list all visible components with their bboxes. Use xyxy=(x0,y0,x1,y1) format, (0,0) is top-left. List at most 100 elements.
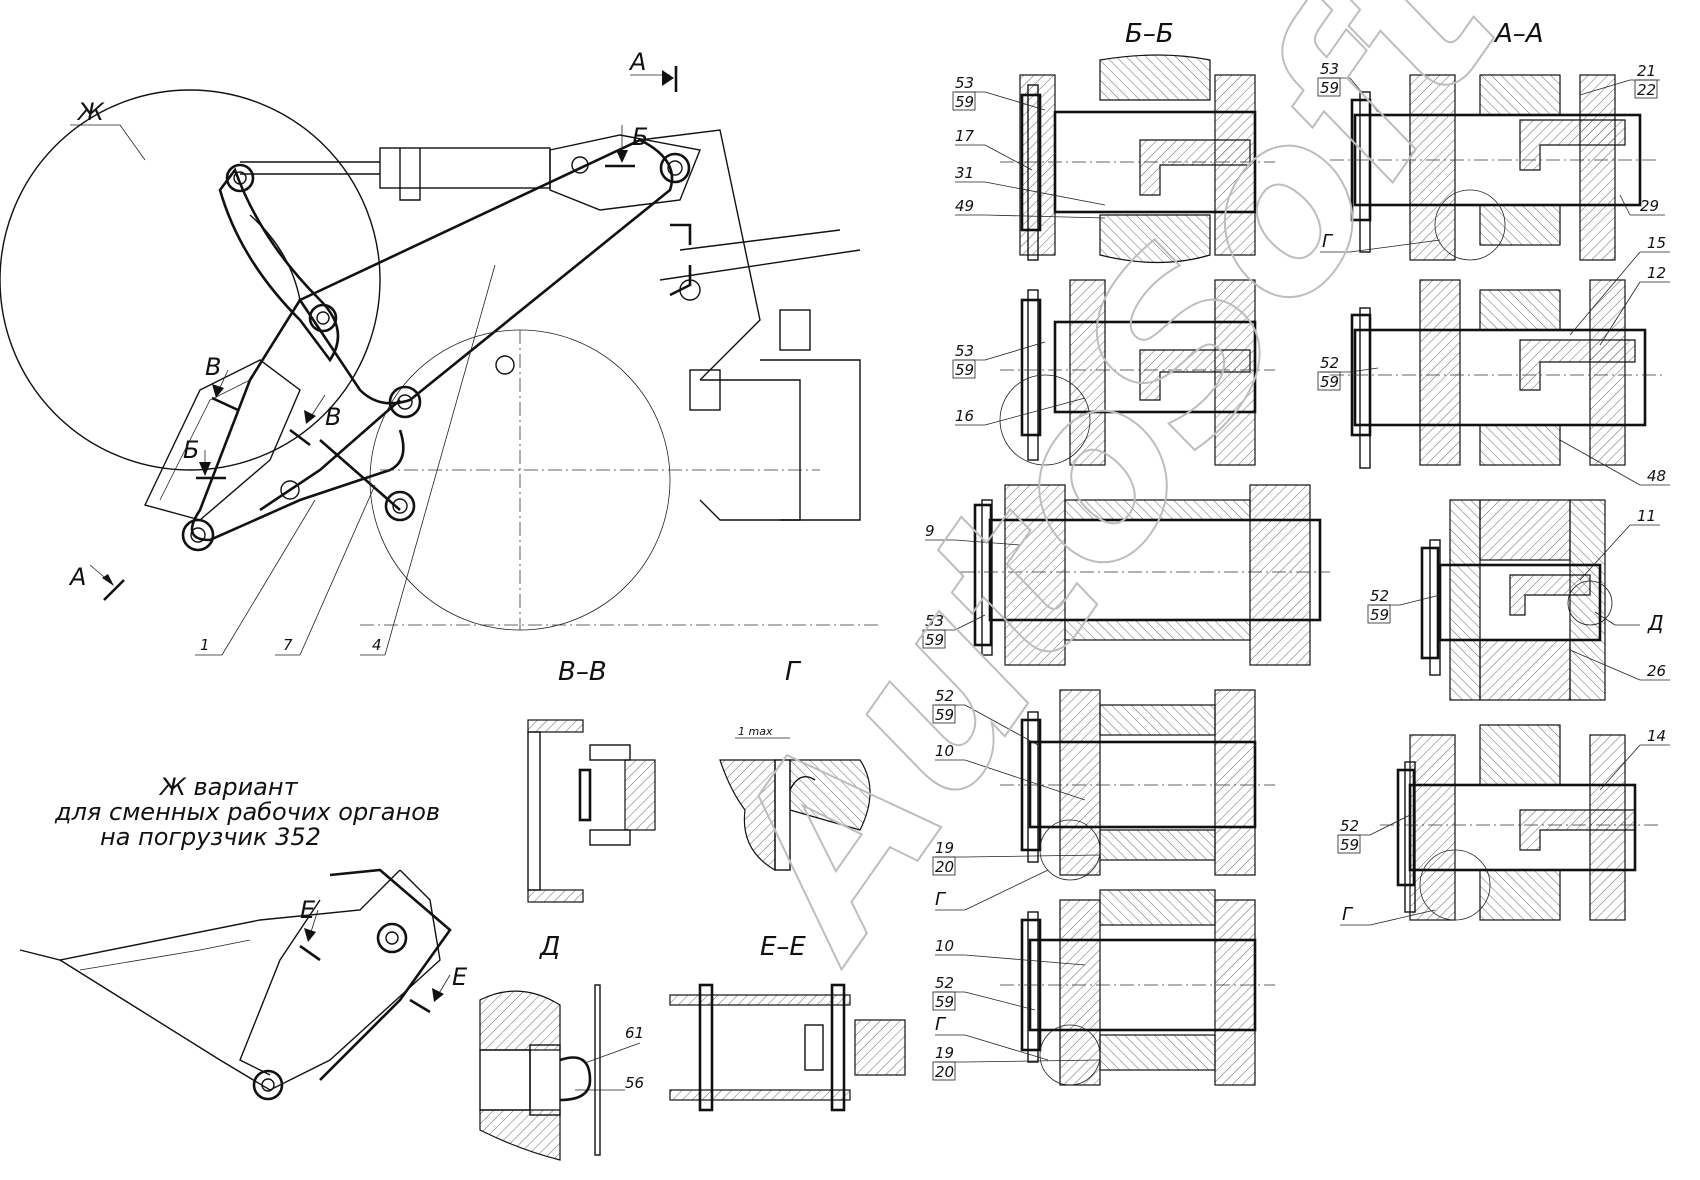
hydraulic-cylinder xyxy=(379,147,551,189)
callout-bb-g-b: Г xyxy=(935,1014,1049,1061)
detail-g: Г 1 max xyxy=(719,657,871,872)
callout-aa-26: 26 xyxy=(1569,649,1670,681)
svg-text:Г: Г xyxy=(1342,904,1354,925)
svg-text:52: 52 xyxy=(1340,817,1359,835)
callout-bb-31: 31 xyxy=(955,164,1106,206)
svg-text:А: А xyxy=(628,48,646,76)
svg-text:53: 53 xyxy=(955,74,974,92)
callout-aa-12: 12 xyxy=(1599,264,1670,346)
callout-bb-53-59-c: 53 59 xyxy=(922,612,986,649)
bb-assembly-5 xyxy=(1000,889,1275,1086)
svg-text:29: 29 xyxy=(1640,197,1659,215)
svg-text:20: 20 xyxy=(935,1063,954,1081)
svg-text:52: 52 xyxy=(935,687,954,705)
marker-zh: Ж xyxy=(76,98,105,126)
svg-text:59: 59 xyxy=(1320,79,1339,97)
svg-text:12: 12 xyxy=(1647,264,1666,282)
svg-text:В: В xyxy=(205,353,221,381)
callout-bb-9: 9 xyxy=(925,522,1021,546)
svg-text:52: 52 xyxy=(935,974,954,992)
callout-aa-53-59: 53 59 xyxy=(1317,60,1379,113)
callout-aa-d: Д xyxy=(1594,611,1664,635)
svg-text:59: 59 xyxy=(955,93,974,111)
bb-assembly-1 xyxy=(1000,54,1275,264)
callout-aa-14: 14 xyxy=(1599,727,1670,791)
callout-aa-g-1: Г xyxy=(1320,231,1441,253)
callout-aa-11: 11 xyxy=(1579,507,1660,581)
pin-6 xyxy=(181,518,215,552)
pin-5 xyxy=(384,490,416,522)
svg-text:10: 10 xyxy=(935,742,954,760)
svg-text:22: 22 xyxy=(1637,81,1656,99)
callout-bb-17: 17 xyxy=(955,127,1033,171)
callout-bb-19-20-b: 19 20 xyxy=(932,1044,1101,1081)
callout-aa-52-59-b: 52 59 xyxy=(1367,587,1441,624)
detail-circle-zh xyxy=(0,89,381,471)
section-ee-title: Е–Е xyxy=(760,932,806,962)
callout-bb-52-59-a: 52 59 xyxy=(932,687,1039,746)
svg-text:52: 52 xyxy=(1320,354,1339,372)
svg-text:19: 19 xyxy=(935,839,954,857)
detail-d-title: Д xyxy=(539,932,560,962)
svg-text:59: 59 xyxy=(1370,606,1389,624)
svg-text:53: 53 xyxy=(925,612,944,630)
boom-arm xyxy=(298,138,674,405)
callout-aa-48: 48 xyxy=(1559,439,1670,486)
callout-bb-10-b: 10 xyxy=(935,937,1086,966)
svg-text:11: 11 xyxy=(1637,507,1656,525)
bucket-lever xyxy=(218,167,340,363)
callout-bb-53-59-a: 53 59 xyxy=(952,74,1046,111)
section-marker-b-top: Б xyxy=(605,123,648,168)
dimension-1max: 1 max xyxy=(738,725,773,738)
main-view: Ж xyxy=(0,48,880,656)
callout-aa-52-59-a: 52 59 xyxy=(1317,354,1379,391)
section-marker-v-2: В xyxy=(289,394,341,447)
section-ee: Е–Е xyxy=(669,932,906,1112)
callout-7: 7 xyxy=(283,636,293,654)
section-marker-l xyxy=(669,223,692,297)
aa-assembly-1 xyxy=(1330,74,1660,261)
section-vv-title: В–В xyxy=(558,657,607,687)
svg-text:21: 21 xyxy=(1637,62,1656,80)
svg-text:20: 20 xyxy=(935,858,954,876)
svg-text:59: 59 xyxy=(1340,836,1359,854)
callout-aa-52-59-c: 52 59 xyxy=(1337,814,1411,854)
svg-text:59: 59 xyxy=(935,993,954,1011)
aa-assembly-2 xyxy=(1330,279,1665,469)
callout-1: 1 xyxy=(200,636,210,654)
pin-2 xyxy=(659,152,691,184)
callout-aa-15: 15 xyxy=(1569,234,1670,336)
section-aa-title: А–А xyxy=(1493,19,1544,49)
section-vv: В–В xyxy=(527,657,656,903)
callout-aa-g-2: Г xyxy=(1340,904,1436,926)
callout-4: 4 xyxy=(372,636,382,654)
pin-4 xyxy=(388,385,422,419)
callout-bb-16: 16 xyxy=(955,397,1086,426)
detail-d: Д 61 56 xyxy=(479,932,644,1161)
callout-bb-49: 49 xyxy=(955,197,1106,219)
detail-g-title: Г xyxy=(785,657,802,687)
variant-line-2: для сменных рабочих органов xyxy=(54,798,440,826)
callout-bb-52-59-b: 52 59 xyxy=(932,974,1036,1011)
aa-assembly-4 xyxy=(1380,724,1660,921)
svg-text:9: 9 xyxy=(925,522,935,540)
svg-text:31: 31 xyxy=(955,164,974,182)
svg-text:Г: Г xyxy=(1322,231,1334,252)
bb-assembly-2 xyxy=(1000,279,1275,466)
callout-56: 56 xyxy=(625,1074,644,1092)
section-aa: А–А xyxy=(1317,19,1670,926)
section-marker-e-1: Е xyxy=(299,896,321,962)
svg-text:59: 59 xyxy=(955,361,974,379)
svg-text:Г: Г xyxy=(935,889,947,910)
svg-text:Е: Е xyxy=(452,963,468,991)
svg-text:53: 53 xyxy=(955,342,974,360)
section-marker-e-2: Е xyxy=(409,963,468,1014)
callout-bb-10-a: 10 xyxy=(935,742,1086,801)
callout-bb-19-20-a: 19 20 xyxy=(932,839,1101,876)
variant-line-3: на погрузчик 352 xyxy=(100,823,321,851)
callout-aa-21-22: 21 22 xyxy=(1579,62,1660,99)
svg-text:48: 48 xyxy=(1647,467,1666,485)
svg-text:59: 59 xyxy=(1320,373,1339,391)
svg-text:59: 59 xyxy=(925,631,944,649)
